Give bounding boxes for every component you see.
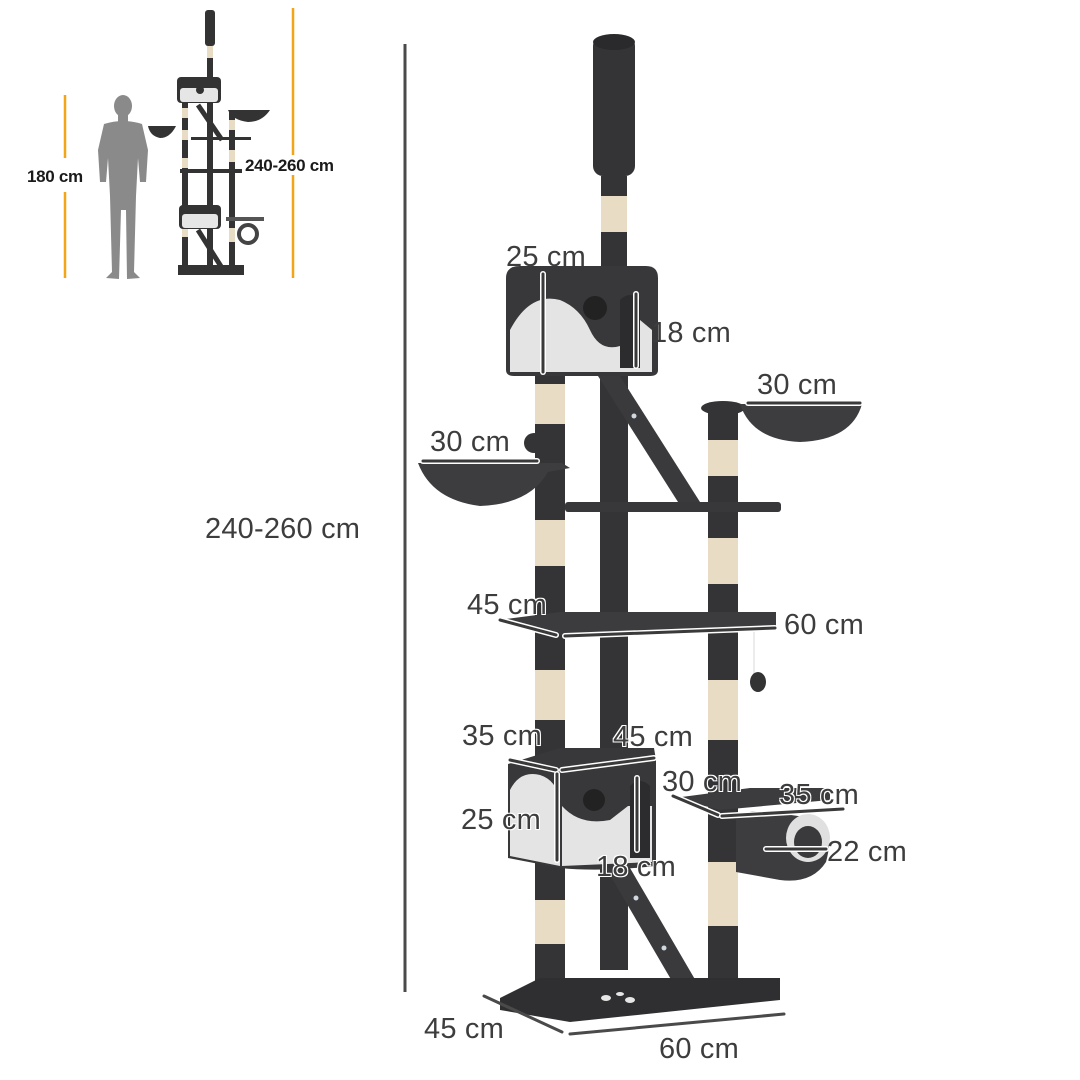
lower-condo-height-label: 25 cm bbox=[461, 804, 541, 836]
lower-condo-depth-label: 35 cm bbox=[462, 720, 542, 752]
lower-condo-opening-label: 18 cm bbox=[596, 851, 676, 883]
upper-ladder bbox=[598, 376, 700, 502]
paw-print-icon bbox=[601, 992, 635, 1003]
left-hammock-width-label: 30 cm bbox=[430, 426, 510, 458]
top-condo-height-label: 25 cm bbox=[506, 241, 586, 273]
upper-shelf bbox=[565, 502, 781, 512]
right-hammock bbox=[701, 401, 862, 442]
inset-tree-height-label: 240-260 cm bbox=[245, 156, 334, 175]
base-width-label: 60 cm bbox=[659, 1033, 739, 1065]
middle-platform-depth-label: 45 cm bbox=[467, 589, 547, 621]
lower-condo bbox=[508, 748, 656, 870]
right-hammock-width-label: 30 cm bbox=[757, 369, 837, 401]
inset-mini-tree bbox=[148, 10, 270, 275]
side-platform-width-label: 35 cm bbox=[779, 779, 859, 811]
left-hammock bbox=[418, 433, 570, 506]
middle-platform bbox=[498, 612, 776, 692]
tunnel-diameter-label: 22 cm bbox=[827, 836, 907, 868]
dimension-lines bbox=[420, 271, 863, 1036]
right-pole bbox=[703, 402, 743, 990]
lower-ladder bbox=[606, 868, 700, 988]
base-board bbox=[500, 978, 780, 1022]
top-condo-opening-label: 18 cm bbox=[651, 317, 731, 349]
side-platform-depth-label: 30 cm bbox=[662, 766, 742, 798]
lower-condo-width-label: 45 cm bbox=[613, 721, 693, 753]
left-pole bbox=[535, 370, 565, 990]
inset-person-height-label: 180 cm bbox=[27, 167, 83, 186]
middle-platform-width-label: 60 cm bbox=[784, 609, 864, 641]
base-depth-label: 45 cm bbox=[424, 1013, 504, 1045]
person-silhouette-icon bbox=[98, 95, 148, 279]
overall-height-label: 240-260 cm bbox=[205, 513, 361, 545]
top-pole bbox=[593, 34, 635, 272]
